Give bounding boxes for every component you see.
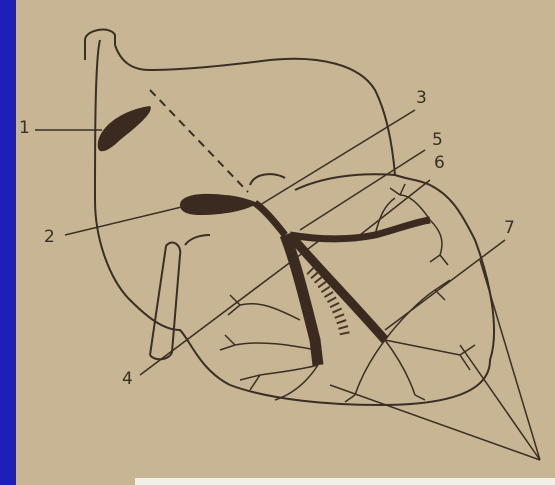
- label-4: 4: [122, 371, 133, 388]
- label-2: 2: [44, 229, 55, 246]
- label-5: 5: [432, 132, 443, 149]
- diagram-paper: 1 2 3 4 5 6 7: [16, 0, 555, 485]
- purkinje-fibers-right: [345, 280, 475, 402]
- heart-conduction-diagram: [16, 0, 555, 485]
- caption-strip: [135, 478, 555, 485]
- label-7: 7: [504, 220, 515, 237]
- label-1: 1: [19, 120, 30, 137]
- bundle-of-his: [255, 203, 285, 235]
- leader-lines: [35, 110, 540, 460]
- atrial-septum: [185, 235, 210, 245]
- label-3: 3: [416, 90, 427, 107]
- inferior-vena-cava: [150, 243, 180, 360]
- right-atrium-wall: [295, 174, 395, 190]
- sinoatrial-node: [98, 106, 151, 151]
- valve-flap: [250, 174, 285, 185]
- atrioventricular-node: [180, 194, 258, 215]
- dashed-atrial-line: [150, 90, 248, 192]
- label-6: 6: [434, 155, 445, 172]
